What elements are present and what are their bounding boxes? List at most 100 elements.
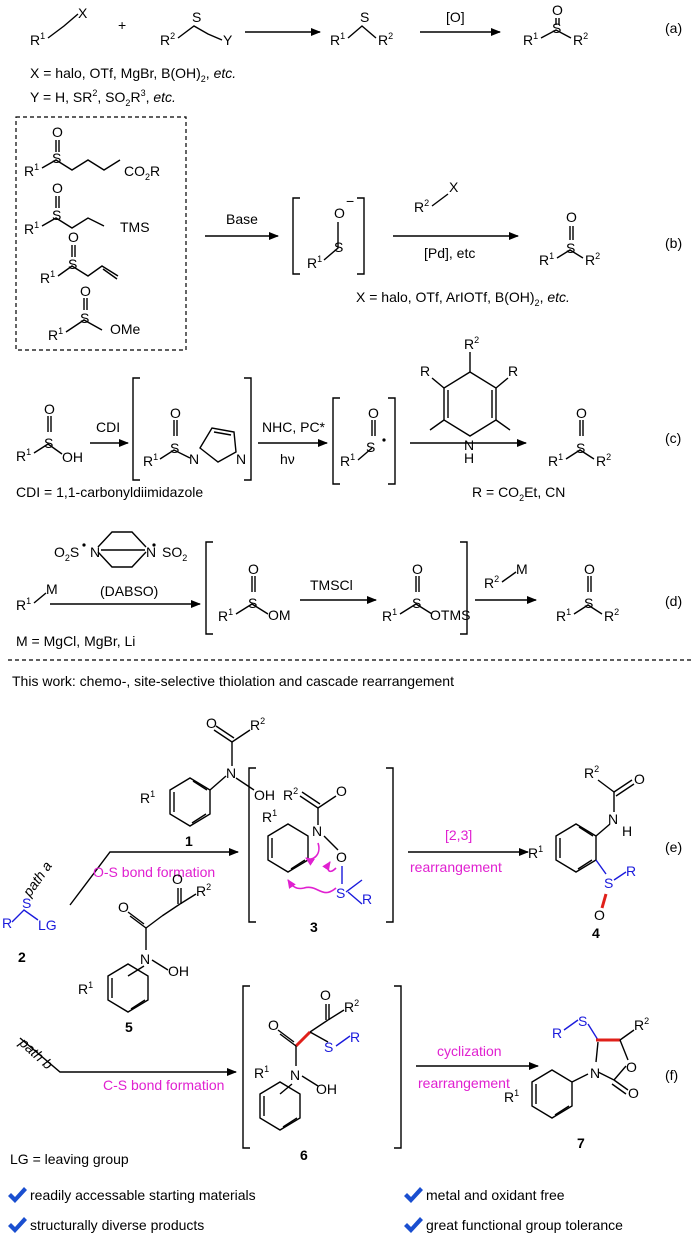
- svg-text:S: S: [248, 595, 257, 611]
- svg-text:R1: R1: [78, 980, 93, 997]
- feature-item: metal and oxidant free: [404, 1187, 565, 1203]
- svg-text:O: O: [576, 405, 587, 421]
- svg-text:O: O: [52, 124, 63, 140]
- svg-text:O: O: [334, 205, 345, 221]
- feature-text: great functional group tolerance: [426, 1217, 623, 1233]
- svg-text:S: S: [52, 150, 61, 166]
- cs-bond-label: C-S bond formation: [103, 1077, 224, 1093]
- svg-text:R2: R2: [634, 1016, 649, 1033]
- this-work: This work: chemo-, site-selective thiola…: [2, 673, 682, 1167]
- svg-text:S: S: [552, 20, 561, 36]
- svg-text:O: O: [170, 405, 181, 421]
- svg-text:SO2: SO2: [162, 544, 187, 563]
- svg-text:M: M: [516, 561, 528, 577]
- tag-e: (e): [665, 839, 682, 855]
- svg-text:O: O: [68, 229, 79, 245]
- svg-text:R1: R1: [40, 269, 55, 286]
- lg-definition: LG = leaving group: [10, 1151, 129, 1167]
- svg-text:R1: R1: [556, 607, 571, 624]
- svg-text:N: N: [290, 1067, 300, 1083]
- dabso-label: (DABSO): [100, 583, 158, 599]
- svg-text:O: O: [628, 1085, 639, 1101]
- plus-sign: +: [118, 17, 126, 33]
- svg-text:S: S: [578, 1013, 587, 1029]
- svg-text:O: O: [626, 1059, 637, 1075]
- y-definition-a: Y = H, SR2, SO2R3, etc.: [30, 88, 176, 108]
- svg-text:R1: R1: [548, 452, 563, 469]
- m-definition: M = MgCl, MgBr, Li: [16, 633, 135, 649]
- svg-text:LG: LG: [38, 917, 57, 933]
- svg-text:O: O: [566, 209, 577, 225]
- svg-text:X: X: [449, 179, 459, 195]
- svg-text:OH: OH: [62, 449, 83, 465]
- compound-2-number: 2: [18, 949, 26, 965]
- svg-text:R2: R2: [196, 882, 211, 899]
- svg-text:R: R: [626, 863, 636, 879]
- feature-item: great functional group tolerance: [404, 1217, 623, 1233]
- svg-text:R2: R2: [484, 574, 499, 591]
- svg-text:R2: R2: [250, 716, 265, 733]
- svg-text:O2S: O2S: [54, 544, 79, 563]
- svg-text:O: O: [552, 2, 563, 18]
- svg-text:N: N: [464, 437, 474, 453]
- svg-text:R1: R1: [140, 789, 155, 806]
- svg-text:O: O: [336, 849, 347, 865]
- svg-text:S: S: [324, 1039, 333, 1055]
- svg-text:R1: R1: [24, 162, 39, 179]
- svg-text:S: S: [360, 9, 369, 25]
- svg-text:O: O: [584, 561, 595, 577]
- svg-text:O: O: [268, 1017, 279, 1033]
- panel-b: R1 OS CO2R R1 OS TMS R1 OS R1 OS OMe Bas…: [15, 116, 682, 351]
- svg-text:N: N: [90, 544, 100, 560]
- svg-text:S: S: [584, 595, 593, 611]
- svg-text:H: H: [464, 450, 474, 466]
- compound-1-number: 1: [185, 833, 193, 849]
- svg-text:N: N: [236, 451, 246, 467]
- base-label: Base: [226, 211, 258, 227]
- tag-b: (b): [665, 235, 682, 251]
- svg-text:R1: R1: [16, 447, 31, 464]
- cdi-label: CDI: [96, 419, 120, 435]
- svg-text:R2: R2: [344, 998, 359, 1015]
- oxidant-label: [O]: [446, 9, 465, 25]
- svg-text:R1: R1: [218, 607, 233, 624]
- svg-text:R2: R2: [584, 764, 599, 781]
- svg-text:R1: R1: [330, 31, 345, 48]
- svg-text:O: O: [248, 561, 259, 577]
- svg-text:R: R: [362, 891, 372, 907]
- svg-text:N: N: [146, 544, 156, 560]
- compound-4-number: 4: [592, 925, 600, 941]
- svg-text:S: S: [170, 440, 179, 456]
- rearr-23-top: [2,3]: [445, 827, 472, 843]
- check-icon: [404, 1217, 423, 1233]
- svg-text:OTMS: OTMS: [430, 607, 470, 623]
- feature-item: readily accessable starting materials: [8, 1187, 256, 1203]
- svg-text:R1: R1: [382, 607, 397, 624]
- svg-text:R2: R2: [283, 786, 298, 803]
- svg-text:N: N: [590, 1065, 600, 1081]
- svg-text:R1: R1: [539, 251, 554, 268]
- nhc-pc-label: NHC, PC*: [262, 419, 326, 435]
- r1-label: R1: [30, 31, 45, 48]
- cdi-definition: CDI = 1,1-carbonyldiimidazole: [16, 484, 203, 500]
- svg-text:R: R: [420, 363, 430, 379]
- x-definition-a: X = halo, OTf, MgBr, B(OH)2, etc.: [30, 65, 236, 84]
- svg-text:R2: R2: [414, 198, 429, 215]
- svg-text:R1: R1: [504, 1088, 519, 1105]
- svg-text:−: −: [346, 193, 354, 209]
- svg-text:R1: R1: [16, 596, 31, 613]
- svg-text:R2: R2: [160, 31, 175, 48]
- svg-text:S: S: [566, 240, 575, 256]
- svg-text:O: O: [634, 771, 645, 787]
- svg-text:O: O: [320, 987, 331, 1003]
- svg-text:N: N: [140, 951, 150, 967]
- svg-text:M: M: [46, 581, 58, 597]
- svg-text:R1: R1: [48, 326, 63, 343]
- svg-text:R: R: [508, 363, 518, 379]
- feature-item: structurally diverse products: [8, 1217, 204, 1233]
- svg-text:R1: R1: [143, 452, 158, 469]
- r-definition-c: R = CO2Et, CN: [472, 484, 565, 503]
- compound-7-number: 7: [577, 1135, 585, 1151]
- svg-text:R1: R1: [262, 808, 277, 825]
- svg-text:S: S: [192, 9, 201, 25]
